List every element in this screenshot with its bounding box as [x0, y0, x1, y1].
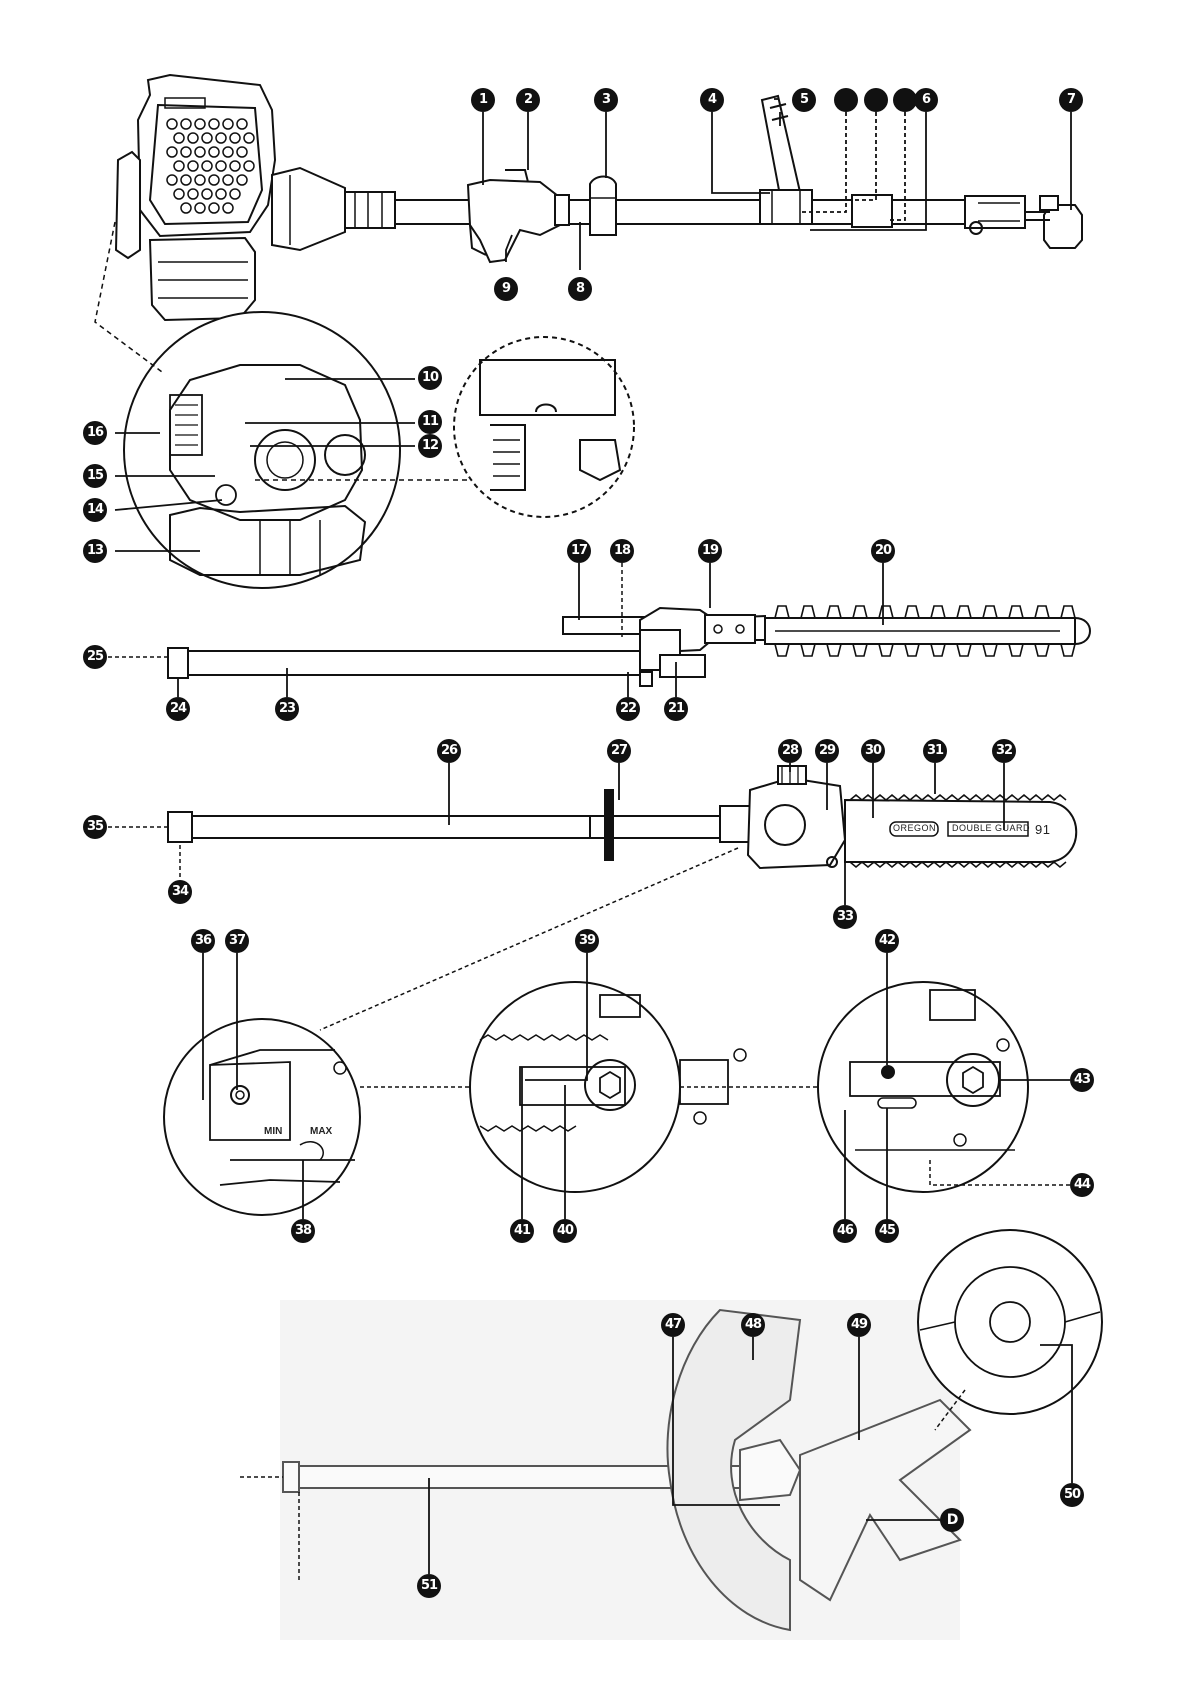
callout-51: 51 — [417, 1574, 441, 1598]
oil-scale-min-label: MIN — [264, 1126, 282, 1137]
callout-13: 13 — [83, 539, 107, 563]
controls-inset — [124, 312, 400, 588]
callout-41: 41 — [510, 1219, 534, 1243]
callout-45: 45 — [875, 1219, 899, 1243]
callout-3: 3 — [594, 88, 618, 112]
callout-18: 18 — [610, 539, 634, 563]
callout-17: 17 — [567, 539, 591, 563]
callout-16: 16 — [83, 421, 107, 445]
chain-model-label: DOUBLE GUARD — [952, 823, 1030, 833]
callout-35: 35 — [83, 815, 107, 839]
callout-37: 37 — [225, 929, 249, 953]
callout-34: 34 — [168, 880, 192, 904]
callout-23: 23 — [275, 697, 299, 721]
callout-42: 42 — [875, 929, 899, 953]
callout-27: 27 — [607, 739, 631, 763]
engine-unit — [116, 75, 395, 320]
chain-brand-label: OREGON — [893, 823, 936, 833]
callout-1: 1 — [471, 88, 495, 112]
callout-43: 43 — [1070, 1068, 1094, 1092]
callout-11: 11 — [418, 410, 442, 434]
callout-25: 25 — [83, 645, 107, 669]
callout-48: 48 — [741, 1313, 765, 1337]
callout-7: 7 — [1059, 88, 1083, 112]
callout-15: 15 — [83, 464, 107, 488]
trimmer-head-detail — [918, 1230, 1102, 1414]
callout-9: 9 — [494, 277, 518, 301]
callout-29: 29 — [815, 739, 839, 763]
oil-scale-max-label: MAX — [310, 1126, 332, 1137]
callout-2: 2 — [516, 88, 540, 112]
hedge-trimmer-attachment — [168, 606, 1090, 686]
callout-49: 49 — [847, 1313, 871, 1337]
callout-4: 4 — [700, 88, 724, 112]
detail-circle-carb — [454, 337, 634, 517]
callout-22: 22 — [616, 697, 640, 721]
callout-blank-b — [864, 88, 888, 112]
chain-size-label: 91 — [1035, 822, 1050, 837]
callout-19: 19 — [698, 539, 722, 563]
callout-38: 38 — [291, 1219, 315, 1243]
hedge-dashes — [108, 563, 622, 657]
callout-30: 30 — [861, 739, 885, 763]
tensioner-detail — [818, 982, 1028, 1192]
callout-10: 10 — [418, 366, 442, 390]
callout-20: 20 — [871, 539, 895, 563]
callout-47: 47 — [661, 1313, 685, 1337]
callout-36: 36 — [191, 929, 215, 953]
hedge-blade-teeth — [775, 606, 1075, 656]
callout-39: 39 — [575, 929, 599, 953]
brush-cutter-attachment — [280, 1300, 970, 1640]
callout-44: 44 — [1070, 1173, 1094, 1197]
callout-6: 6 — [914, 88, 938, 112]
callout-blank-a — [834, 88, 858, 112]
callout-32: 32 — [992, 739, 1016, 763]
callout-12: 12 — [418, 434, 442, 458]
pole-saw-attachment — [168, 766, 1076, 868]
callout-5: 5 — [792, 88, 816, 112]
oil-adjust-detail — [164, 1019, 360, 1215]
callout-33: 33 — [833, 905, 857, 929]
callout-46: 46 — [833, 1219, 857, 1243]
callout-D: D — [940, 1508, 964, 1532]
callout-31: 31 — [923, 739, 947, 763]
callout-8: 8 — [568, 277, 592, 301]
callout-50: 50 — [1060, 1483, 1084, 1507]
throttle-handle — [468, 170, 616, 262]
callout-21: 21 — [664, 697, 688, 721]
callout-14: 14 — [83, 498, 107, 522]
callout-40: 40 — [553, 1219, 577, 1243]
callout-28: 28 — [778, 739, 802, 763]
callout-26: 26 — [437, 739, 461, 763]
callout-24: 24 — [166, 697, 190, 721]
